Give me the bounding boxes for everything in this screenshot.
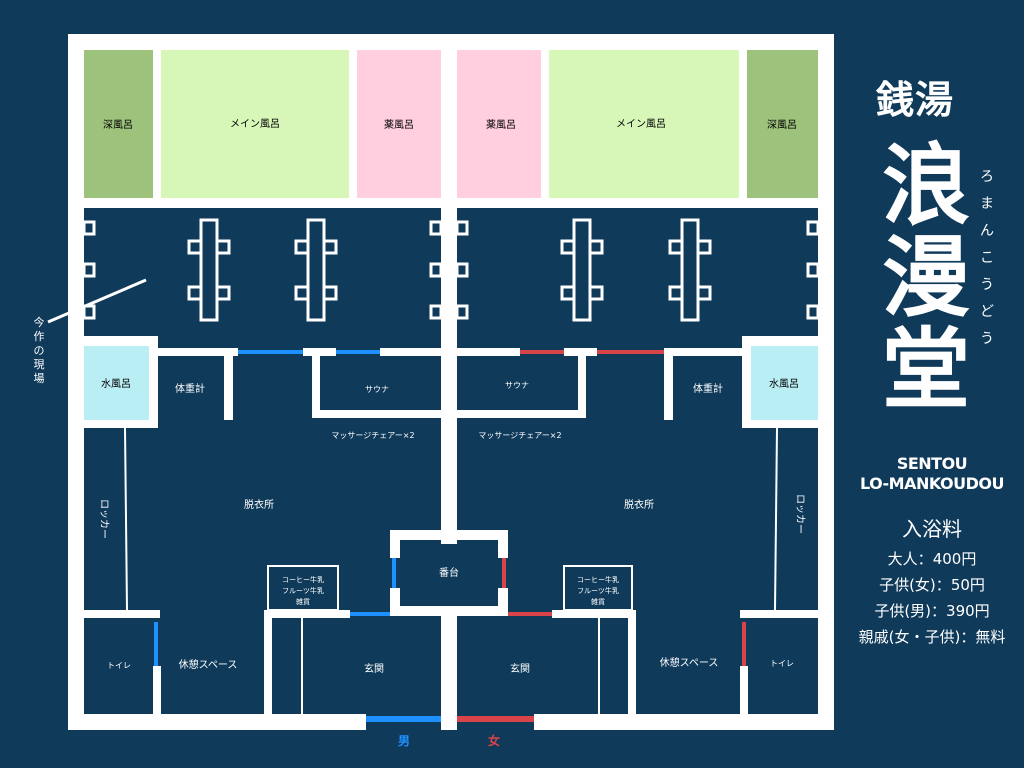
herb-bath-label-right: 薬風呂 <box>486 119 516 131</box>
reading-char-6: ど <box>980 304 994 320</box>
bath-area <box>84 50 818 208</box>
shop-label-right-3: 雑貨 <box>591 597 605 606</box>
floor-plan: 深風呂 メイン風呂 薬風呂 薬風呂 メイン風呂 深風呂 水風呂 水風呂 体重計 … <box>34 34 834 748</box>
title-name-char-2: 漫 <box>881 226 970 329</box>
shop-box-left <box>267 565 339 611</box>
toilet-label-left: トイレ <box>107 661 131 670</box>
entrance-label-right: 玄関 <box>510 662 530 675</box>
wash-fixtures <box>82 218 820 322</box>
svg-text:場: 場 <box>34 372 45 385</box>
reading-char-7: う <box>980 331 994 347</box>
svg-text:今: 今 <box>34 315 45 329</box>
price-row-child-female: 子供(女)：50円 <box>879 576 985 594</box>
title-kind: 銭湯 <box>876 78 955 122</box>
main-bath-label-left: メイン風呂 <box>230 118 280 130</box>
water-bath-label-left: 水風呂 <box>101 378 131 390</box>
title-roman: SENTOU LO-MANKOUDOU <box>846 454 1018 494</box>
shop-label-right-1: コーヒー牛乳 <box>577 575 619 584</box>
sauna-label-left: サウナ <box>365 385 389 394</box>
locker-label-left: ロッカー <box>98 499 110 539</box>
outer-walls <box>68 34 834 730</box>
changing-room-label-right: 脱衣所 <box>624 498 654 511</box>
herb-bath-left <box>357 50 441 198</box>
svg-text:の: の <box>34 344 45 357</box>
massage-label-right: マッサージチェアー×2 <box>478 431 561 440</box>
title-roman-line1: SENTOU <box>896 454 968 473</box>
changing-room-label-left: 脱衣所 <box>244 498 274 511</box>
annotation-label: 今 作 の 現 場 <box>34 315 45 385</box>
counter-label: 番台 <box>439 566 459 579</box>
rest-space-label-right: 休憩スペース <box>660 656 719 669</box>
legend-female: 女 <box>488 733 500 748</box>
locker-label-right: ロッカー <box>794 494 806 534</box>
reading-char-2: ま <box>980 196 994 212</box>
svg-text:現: 現 <box>34 358 45 371</box>
reading-char-5: う <box>980 277 994 293</box>
svg-text:作: 作 <box>34 330 45 343</box>
reading-char-3: ん <box>980 223 994 239</box>
price-row-adult: 大人：400円 <box>887 550 977 568</box>
shop-label-left-3: 雑貨 <box>296 597 310 606</box>
male-doors <box>154 350 441 722</box>
water-bath-left <box>84 346 149 420</box>
sauna-label-right: サウナ <box>505 381 529 390</box>
scale-label-left: 体重計 <box>175 382 205 395</box>
deep-bath-label-left: 深風呂 <box>103 119 133 131</box>
main-bath-label-right: メイン風呂 <box>616 118 666 130</box>
reading-char-1: ろ <box>980 169 994 185</box>
main-bath-left <box>161 50 349 198</box>
female-doors <box>457 350 746 722</box>
title-panel: 銭湯 浪 漫 堂 ろ ま ん こ う ど う SENTOU LO-MANKOUD… <box>846 78 1024 658</box>
annotation-pointer <box>47 278 147 324</box>
shop-label-left-2: フルーツ牛乳 <box>282 586 324 595</box>
reading-char-4: こ <box>980 250 994 266</box>
deep-bath-left <box>84 50 153 198</box>
shop-label-right-2: フルーツ牛乳 <box>577 586 619 595</box>
shop-label-left-1: コーヒー牛乳 <box>282 575 324 584</box>
title-name: 浪 漫 堂 <box>876 140 976 416</box>
title-name-char-1: 浪 <box>881 134 970 237</box>
price-row-child-male: 子供(男)：390円 <box>874 602 990 620</box>
massage-label-left: マッサージチェアー×2 <box>331 431 414 440</box>
rest-space-label-left: 休憩スペース <box>179 658 238 671</box>
title-roman-line2: LO-MANKOUDOU <box>859 474 1005 493</box>
price-row-relatives: 親戚(女・子供)：無料 <box>858 628 1006 646</box>
shop-box-right <box>563 565 633 611</box>
legend-male: 男 <box>398 734 410 748</box>
scale-label-right: 体重計 <box>693 382 723 395</box>
title-name-char-3: 堂 <box>881 318 970 421</box>
title-reading: ろ ま ん こ う ど う <box>980 164 994 353</box>
entrance-label-left: 玄関 <box>364 662 384 675</box>
water-bath-label-right: 水風呂 <box>769 378 799 390</box>
price-heading: 入浴料 <box>902 517 962 541</box>
toilet-label-right: トイレ <box>770 659 794 668</box>
main-bath-right <box>549 50 739 198</box>
herb-bath-label-left: 薬風呂 <box>384 119 414 131</box>
deep-bath-right <box>747 50 818 198</box>
interior-walls <box>68 336 834 714</box>
deep-bath-label-right: 深風呂 <box>767 119 797 131</box>
water-bath-right <box>751 346 818 420</box>
thin-partitions <box>124 427 778 714</box>
herb-bath-right <box>457 50 541 198</box>
price-list: 大人：400円 子供(女)：50円 子供(男)：390円 親戚(女・子供)：無料 <box>846 546 1018 650</box>
